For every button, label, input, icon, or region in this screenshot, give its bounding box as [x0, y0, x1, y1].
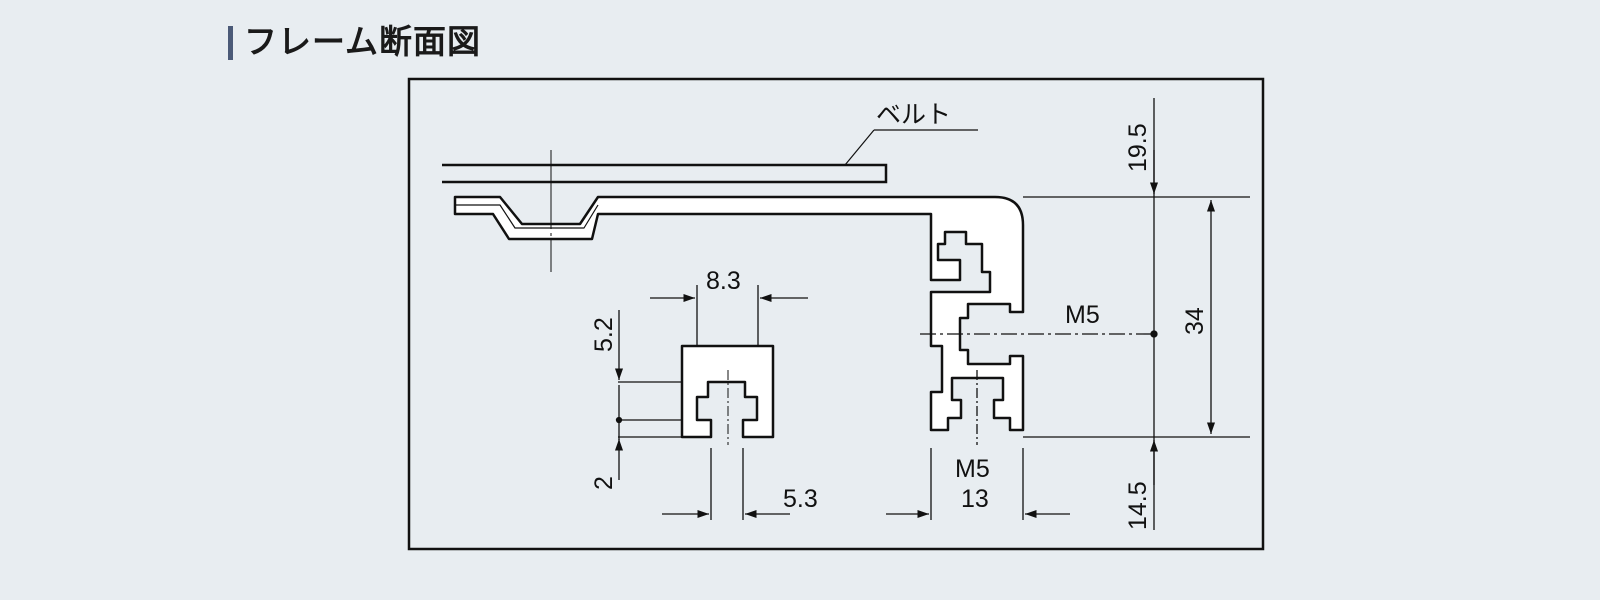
m5-right-label: M5: [1065, 301, 1100, 329]
dim-5-2: 5.2: [590, 317, 618, 352]
dim-34: 34: [1181, 307, 1209, 335]
channel-profile: [680, 344, 775, 439]
page-title: フレーム断面図: [244, 22, 482, 61]
dim-2: 2: [590, 476, 618, 490]
m5-bottom-label: M5: [955, 455, 990, 483]
title-accent-bar: [228, 26, 233, 60]
dim-14-5: 14.5: [1124, 481, 1152, 530]
dim-5-3: 5.3: [783, 485, 818, 513]
dim-13: 13: [961, 485, 989, 513]
dim-19-5: 19.5: [1124, 123, 1152, 172]
dimension-lines: [614, 98, 1250, 530]
frame-profile: [453, 195, 1025, 432]
belt-label: ベルト: [876, 101, 951, 129]
dim-8-3: 8.3: [706, 267, 741, 295]
